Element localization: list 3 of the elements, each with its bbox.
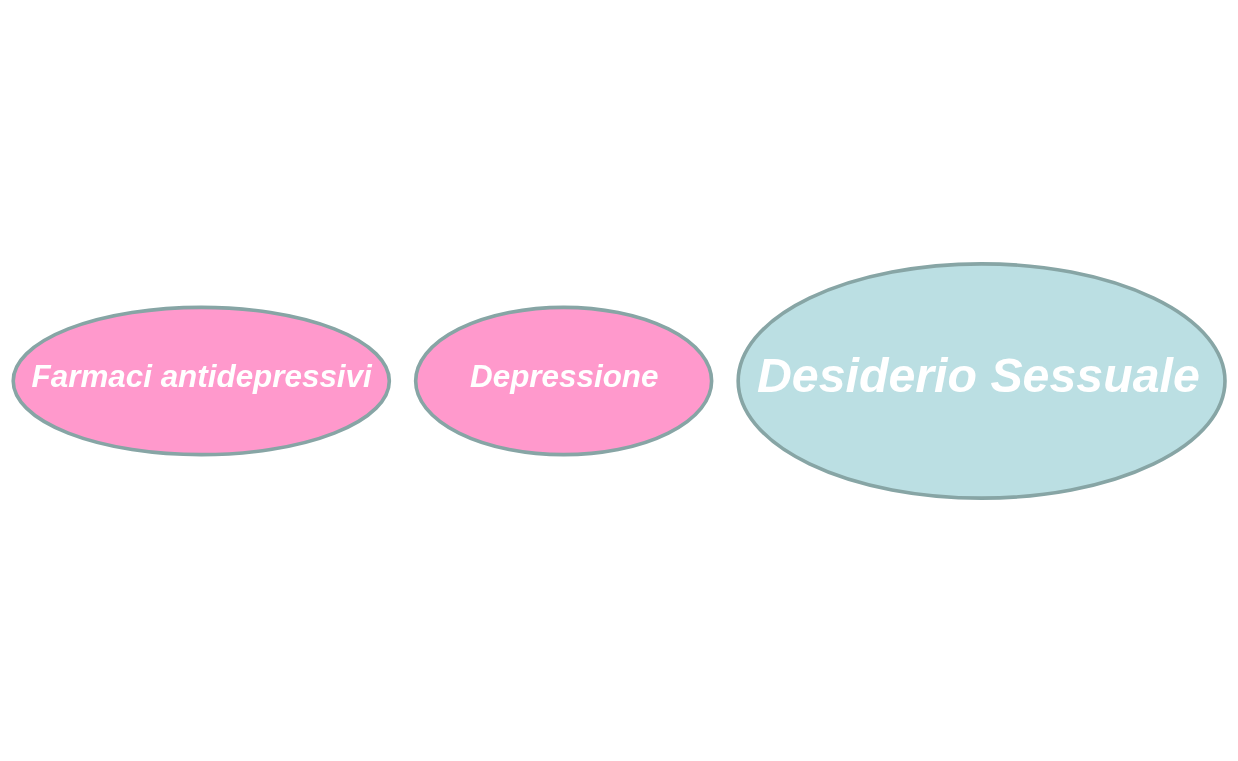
node-ellipse: Depressione bbox=[413, 305, 714, 456]
node-ellipse: Farmaci antidepressivi bbox=[11, 305, 392, 456]
node-ellipse: Desiderio Sessuale bbox=[736, 261, 1227, 500]
